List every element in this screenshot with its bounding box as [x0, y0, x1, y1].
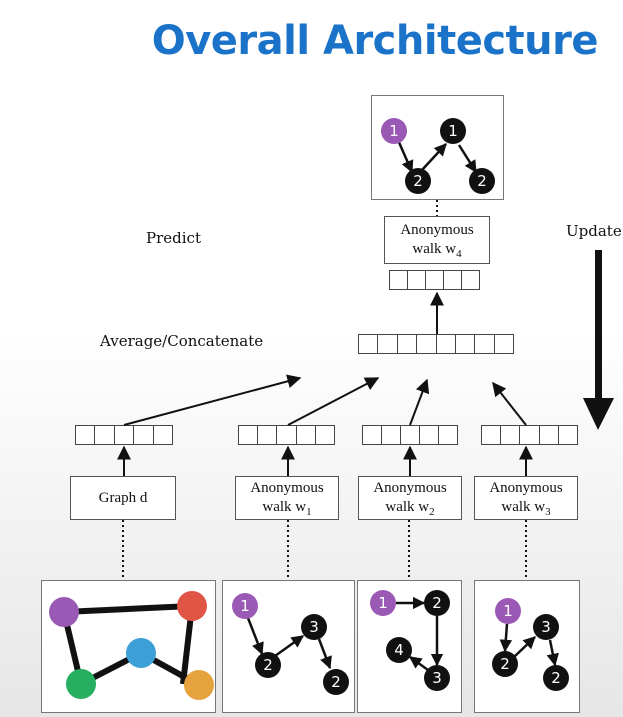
svg-text:2: 2 [477, 172, 487, 190]
walk-w2-drawing: 1 2 4 3 [370, 590, 450, 691]
graph-vector [75, 425, 173, 445]
walk-w3-drawing: 1 2 3 2 [492, 598, 569, 691]
node-black [424, 590, 450, 616]
svg-text:1: 1 [389, 122, 399, 140]
top-walk-graph: 1 1 2 2 [381, 118, 495, 194]
svg-text:1: 1 [503, 602, 513, 620]
svg-text:1: 1 [448, 122, 458, 140]
walk-w1-drawing: 1 2 3 2 [232, 593, 349, 695]
node-black [469, 168, 495, 194]
arrow-diagonal [123, 374, 302, 426]
walk-w1-box: Anonymous walk w1 [235, 476, 339, 520]
node-purple [495, 598, 521, 624]
svg-text:1: 1 [240, 597, 250, 615]
walk-w2-line1: Anonymous [373, 480, 447, 496]
node-black [323, 669, 349, 695]
top-box-line1: Anonymous [400, 222, 474, 238]
top-embedding-vector [389, 270, 480, 290]
svg-text:2: 2 [331, 673, 341, 691]
node-green [66, 669, 96, 699]
top-box-line2: walk w4 [412, 241, 462, 260]
node-purple [370, 590, 396, 616]
walk-w3-line2: walk w3 [501, 499, 551, 518]
walk-w2-vector [362, 425, 458, 445]
node-purple [49, 597, 79, 627]
page-title: Overall Architecture [151, 18, 599, 64]
node-blue [126, 638, 156, 668]
node-black [424, 665, 450, 691]
predict-label: Predict [146, 229, 201, 247]
walk-w3-box: Anonymous walk w3 [474, 476, 578, 520]
walk-w1-line2: walk w1 [262, 499, 312, 518]
node-black [255, 652, 281, 678]
svg-text:3: 3 [309, 618, 319, 636]
node-red [177, 591, 207, 621]
combined-embedding-vector [358, 334, 514, 354]
average-concatenate-label: Average/Concatenate [100, 332, 264, 350]
svg-text:2: 2 [263, 656, 273, 674]
walk-w2-box: Anonymous walk w2 [358, 476, 462, 520]
graph-d-label: Graph d [98, 490, 148, 506]
arrow-diagonal [287, 377, 380, 426]
walk-w1-line1: Anonymous [250, 480, 324, 496]
walk-w3-line1: Anonymous [489, 480, 563, 496]
node-black [386, 637, 412, 663]
arrow-diagonal [409, 378, 430, 426]
graph-d-drawing [49, 591, 214, 700]
arrow-diagonal [492, 381, 527, 426]
node-black [301, 614, 327, 640]
walk-w3-vector [481, 425, 578, 445]
update-arrow-shaft [595, 250, 602, 400]
svg-text:3: 3 [432, 669, 442, 687]
svg-text:2: 2 [432, 594, 442, 612]
walk-w1-vector [238, 425, 335, 445]
node-purple [232, 593, 258, 619]
top-anonymous-walk-box: Anonymous walk w4 [384, 216, 490, 264]
svg-text:2: 2 [413, 172, 423, 190]
svg-text:3: 3 [541, 618, 551, 636]
graph-d-box: Graph d [70, 476, 176, 520]
node-black [543, 665, 569, 691]
svg-text:4: 4 [394, 641, 404, 659]
svg-text:1: 1 [378, 594, 388, 612]
node-black [440, 118, 466, 144]
node-black [533, 614, 559, 640]
node-orange [184, 670, 214, 700]
update-arrow-head [583, 398, 614, 430]
node-black [492, 651, 518, 677]
svg-text:2: 2 [551, 669, 561, 687]
svg-text:2: 2 [500, 655, 510, 673]
walk-w2-line2: walk w2 [385, 499, 435, 518]
update-label: Update [566, 222, 622, 240]
node-black [405, 168, 431, 194]
node-purple [381, 118, 407, 144]
